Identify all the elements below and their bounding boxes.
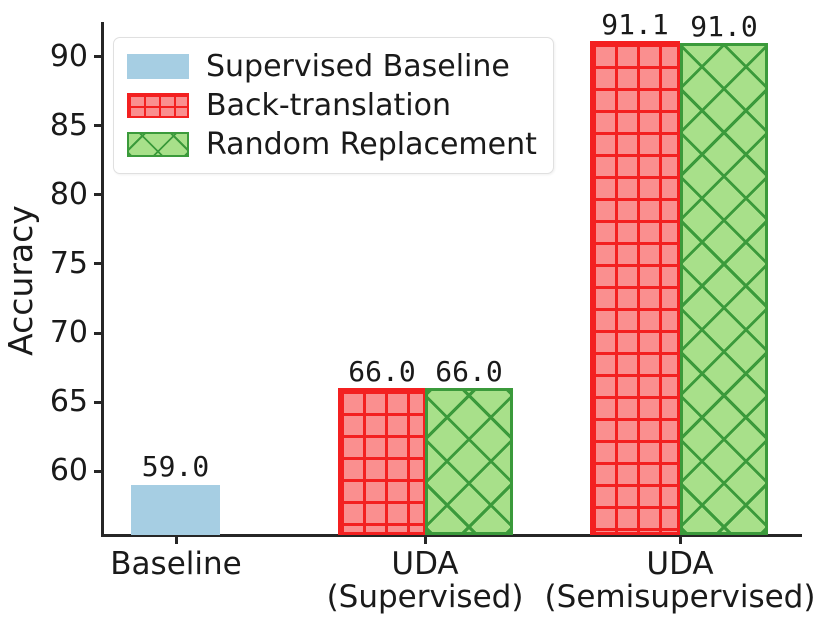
legend-item-label: Back-translation bbox=[206, 87, 451, 123]
y-tick-label: 90 bbox=[49, 38, 88, 74]
bar[interactable]: 66.0 bbox=[425, 358, 513, 535]
y-axis-title: Accuracy bbox=[0, 170, 44, 390]
y-tick-label: 65 bbox=[49, 384, 88, 420]
legend-swatch-icon bbox=[127, 132, 189, 157]
x-tick-label: UDA(Semisupervised) bbox=[544, 546, 816, 616]
y-axis-title-text: Accuracy bbox=[0, 204, 40, 356]
bar-value-label: 59.0 bbox=[141, 450, 210, 484]
y-tick-mark bbox=[94, 469, 103, 473]
x-tick-label-line: (Supervised) bbox=[326, 579, 524, 616]
y-tick-mark bbox=[94, 124, 103, 128]
bar[interactable]: 91.1 bbox=[590, 11, 680, 535]
y-tick-label: 60 bbox=[49, 453, 88, 489]
bar[interactable]: 66.0 bbox=[338, 358, 426, 535]
x-tick-mark bbox=[423, 535, 427, 544]
legend-item-label: Supervised Baseline bbox=[206, 48, 510, 84]
x-tick-mark bbox=[678, 535, 682, 544]
bar[interactable]: 59.0 bbox=[131, 453, 220, 535]
legend-swatch-icon bbox=[127, 54, 189, 79]
legend-swatch-icon bbox=[127, 93, 189, 118]
y-tick-label: 80 bbox=[49, 176, 88, 212]
y-tick-mark bbox=[94, 55, 103, 59]
bar-value-label: 91.0 bbox=[690, 9, 758, 43]
y-axis-spine bbox=[101, 22, 104, 537]
legend-item[interactable]: Supervised Baseline bbox=[127, 47, 537, 86]
x-tick-label: UDA(Supervised) bbox=[326, 546, 524, 616]
y-tick-label: 85 bbox=[49, 107, 88, 143]
x-axis-spine bbox=[101, 534, 802, 537]
bar-value-label: 66.0 bbox=[435, 355, 503, 389]
y-tick-label: 75 bbox=[49, 245, 88, 281]
y-tick-label: 70 bbox=[49, 315, 88, 351]
y-tick-mark bbox=[94, 331, 103, 335]
legend-item-label: Random Replacement bbox=[206, 126, 537, 162]
x-tick-label-line: UDA bbox=[391, 546, 459, 582]
x-tick-label: Baseline bbox=[110, 546, 242, 582]
bar[interactable]: 91.0 bbox=[680, 12, 768, 535]
x-tick-mark bbox=[174, 535, 178, 544]
bar-value-label: 66.0 bbox=[348, 355, 416, 389]
y-tick-mark bbox=[94, 262, 103, 266]
y-tick-mark bbox=[94, 193, 103, 197]
x-tick-label-line: (Semisupervised) bbox=[544, 579, 816, 616]
bar-value-label: 91.1 bbox=[601, 8, 669, 42]
y-tick-mark bbox=[94, 400, 103, 404]
legend-item[interactable]: Random Replacement bbox=[127, 125, 537, 164]
x-tick-label-line: UDA bbox=[646, 546, 714, 582]
legend-item[interactable]: Back-translation bbox=[127, 86, 537, 125]
x-tick-label-line: Baseline bbox=[110, 546, 242, 582]
